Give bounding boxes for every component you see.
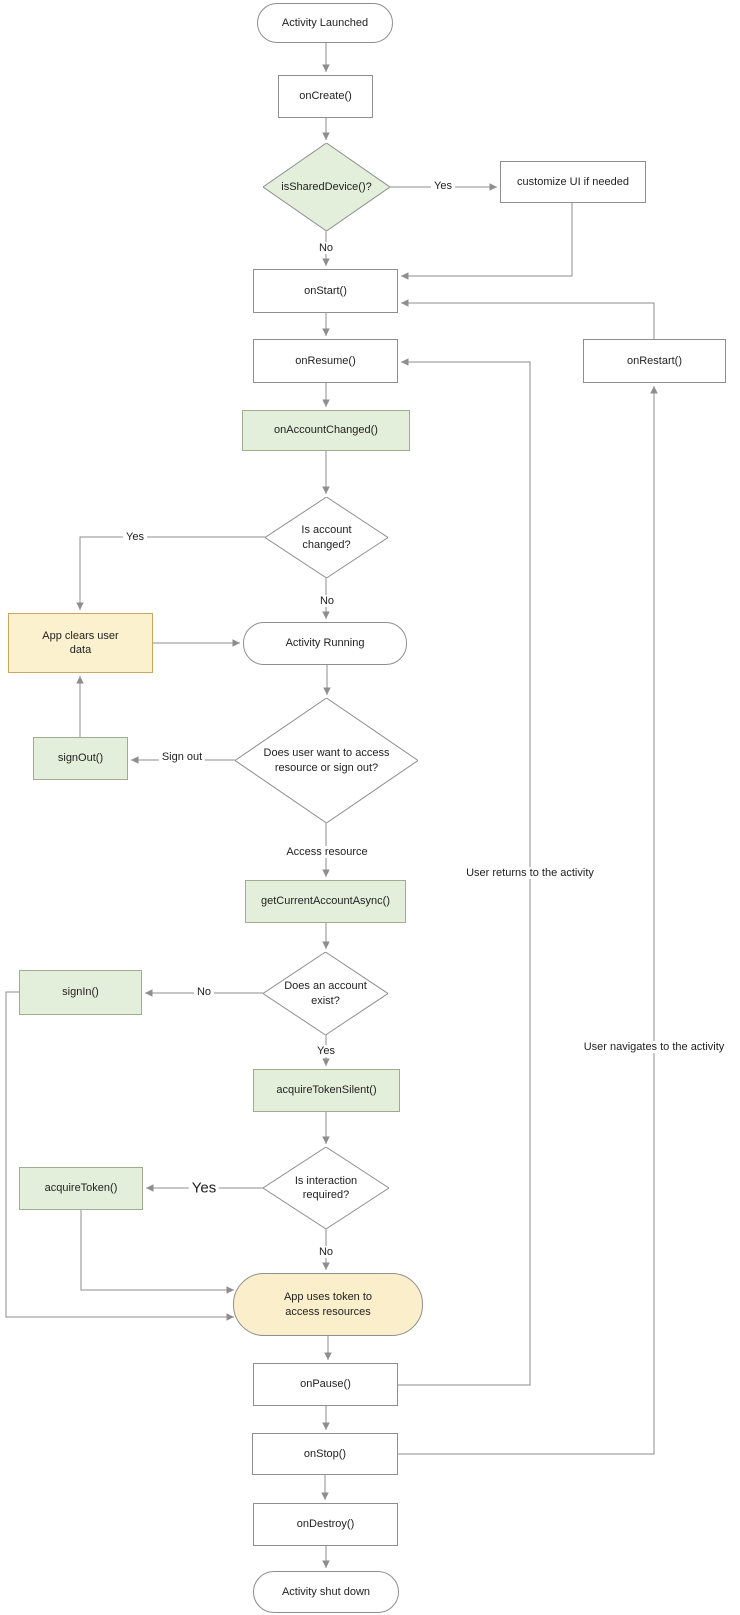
node-label: App clears user data (42, 629, 119, 656)
node-app-uses-token: App uses token to access resources (233, 1273, 423, 1336)
node-label: Is account changed? (301, 524, 352, 551)
diamond-shape (263, 143, 390, 231)
edge-accountchanged-yes (76, 536, 265, 610)
node-isshareddevice-decision: isSharedDevice()? (263, 143, 390, 231)
node-label: onRestart() (626, 354, 683, 367)
edge-label-account-changed-yes: Yes (123, 531, 147, 543)
node-label: signOut() (57, 752, 104, 765)
edge-label-user-navigates: User navigates to the activity (580, 1041, 728, 1053)
node-label: onResume() (295, 354, 356, 367)
node-label: onStop() (303, 1447, 347, 1460)
node-acquiretokensilent: acquireTokenSilent() (253, 1069, 400, 1112)
diamond-shape (265, 497, 388, 578)
node-getcurrentaccountasync: getCurrentAccountAsync() (245, 880, 406, 923)
node-is-account-changed-decision: Is account changed? (265, 497, 388, 578)
node-signin: signIn() (19, 970, 142, 1015)
node-label: onDestroy() (296, 1518, 355, 1531)
node-label: onAccountChanged() (274, 424, 378, 437)
node-activity-launched: Activity Launched (257, 3, 393, 43)
node-is-interaction-required-decision: Is interaction required? (263, 1147, 389, 1229)
node-label: Does an account exist? (284, 980, 367, 1007)
node-label: App uses token to access resources (283, 1291, 373, 1318)
edge-label-sign-out: Sign out (158, 751, 206, 763)
node-onaccountchanged: onAccountChanged() (242, 410, 410, 451)
edge-customizeui-to-onstart (401, 203, 573, 280)
node-label: acquireToken() (44, 1182, 118, 1195)
edge-label-interaction-yes: Yes (188, 1179, 220, 1197)
edge-label-account-exist-yes: Yes (314, 1045, 338, 1057)
edge-label-user-returns: User returns to the activity (463, 867, 597, 879)
node-oncreate: onCreate() (278, 75, 373, 118)
edge-label-account-changed-no: No (316, 595, 338, 607)
edge-signin-to-appuses (5, 991, 234, 1321)
node-app-clears-user-data: App clears user data (8, 613, 153, 673)
node-label: isSharedDevice()? (281, 180, 372, 193)
node-label: Is interaction required? (294, 1174, 358, 1201)
node-label: acquireTokenSilent() (276, 1084, 377, 1097)
edge-onstop-to-onrestart (398, 386, 658, 1455)
node-label: Activity shut down (281, 1585, 371, 1598)
edge-label-shared-no: No (315, 242, 337, 254)
node-onpause: onPause() (253, 1363, 398, 1406)
node-ondestroy: onDestroy() (253, 1503, 398, 1546)
node-label: onCreate() (299, 90, 352, 103)
node-onresume: onResume() (253, 339, 398, 383)
node-label: Activity Launched (281, 16, 369, 29)
node-label: Activity Running (285, 637, 365, 650)
node-activity-running: Activity Running (243, 622, 407, 665)
node-activity-shut-down: Activity shut down (253, 1571, 399, 1613)
edge-acquiretoken-to-appuses (80, 1210, 234, 1294)
edge-label-account-exist-no: No (193, 986, 215, 998)
diamond-shape (263, 1147, 389, 1229)
node-label: getCurrentAccountAsync() (261, 895, 390, 908)
node-label: customize UI if needed (517, 175, 629, 188)
node-does-account-exist-decision: Does an account exist? (263, 952, 388, 1035)
node-onstop: onStop() (252, 1433, 398, 1475)
node-label: onPause() (300, 1378, 351, 1391)
node-label: Does user want to access resource or sig… (263, 747, 390, 774)
node-signout: signOut() (33, 737, 128, 780)
diamond-shape (235, 698, 418, 823)
edge-label-shared-yes: Yes (431, 180, 455, 192)
edge-label-interaction-no: No (315, 1246, 337, 1258)
node-customize-ui: customize UI if needed (500, 161, 646, 203)
edge-label-access-resource: Access resource (283, 846, 371, 858)
diamond-shape (263, 952, 388, 1035)
edge-onrestart-to-onstart (401, 299, 655, 339)
node-onstart: onStart() (253, 269, 398, 313)
node-label: onStart() (304, 284, 347, 297)
node-onrestart: onRestart() (583, 339, 726, 383)
node-acquiretoken: acquireToken() (19, 1167, 143, 1210)
node-label: signIn() (62, 986, 99, 999)
node-does-user-want-decision: Does user want to access resource or sig… (235, 698, 418, 823)
